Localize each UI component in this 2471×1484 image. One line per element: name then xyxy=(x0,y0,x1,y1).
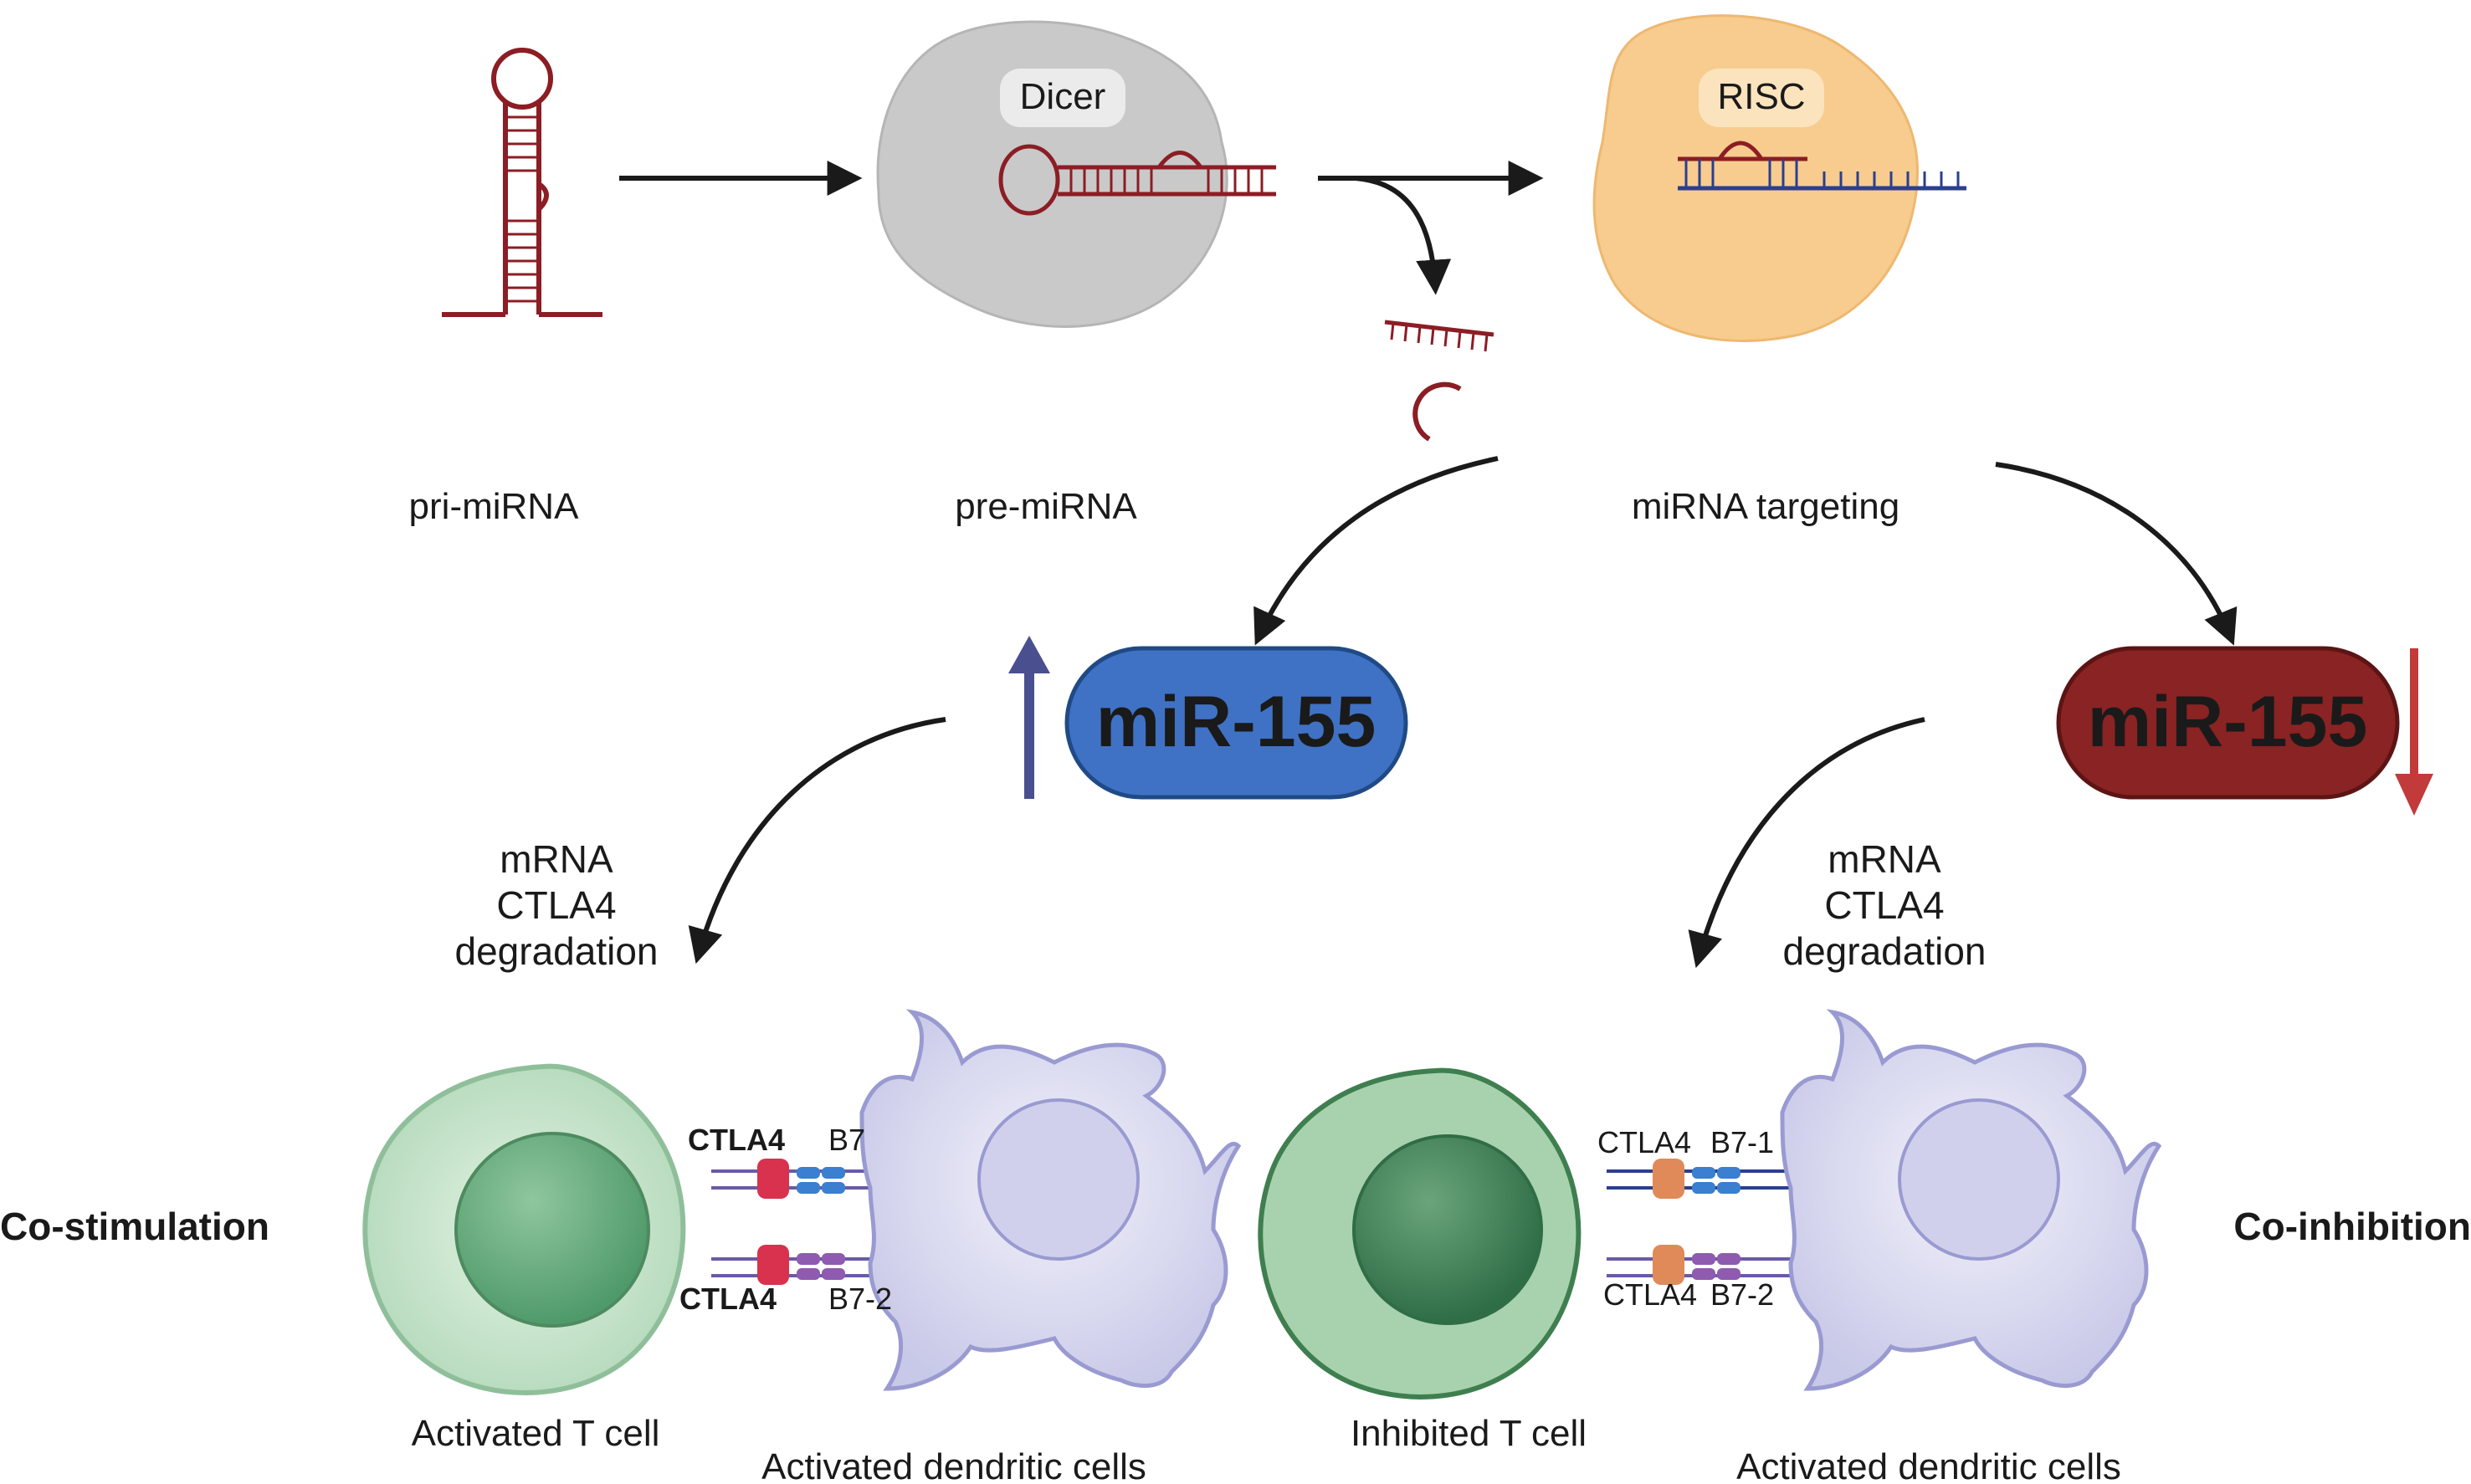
right-dendritic-cell xyxy=(1780,1009,2162,1391)
left-ctla4-bottom: CTLA4 xyxy=(679,1282,777,1316)
co-stimulation-label: Co-stimulation xyxy=(0,1205,269,1248)
pre-mirna-label: pre-miRNA xyxy=(955,486,1137,527)
released-rna-fragments xyxy=(1384,320,1494,442)
mir155-upregulated: miR-155 xyxy=(1064,646,1408,800)
right-deg-line1: mRNA xyxy=(1828,837,1941,881)
left-degradation-text: mRNA CTLA4 degradation xyxy=(455,837,659,973)
left-deg-line3: degradation xyxy=(455,929,659,973)
activated-t-cell xyxy=(362,1063,686,1395)
right-ctla4-top: CTLA4 xyxy=(1597,1125,1691,1159)
arrow-left-degradation xyxy=(688,717,946,965)
mir-up-label: miR-155 xyxy=(1096,682,1376,762)
right-b7-bottom: B7-2 xyxy=(1710,1277,1774,1312)
left-dc-label: Activated dendritic cells xyxy=(761,1446,1146,1484)
right-dc-label: Activated dendritic cells xyxy=(1736,1446,2121,1484)
left-receptors xyxy=(711,1159,879,1285)
left-tcell-label: Activated T cell xyxy=(412,1413,660,1454)
dicer-enzyme: Dicer xyxy=(876,20,1276,328)
down-arrow-indicator xyxy=(2395,648,2433,816)
risc-label: RISC xyxy=(1717,76,1805,117)
co-inhibition-label: Co-inhibition xyxy=(2233,1205,2471,1248)
left-dendritic-cell xyxy=(859,1009,1242,1391)
right-deg-line2: CTLA4 xyxy=(1824,883,1944,927)
dicer-label: Dicer xyxy=(1020,76,1106,117)
mir-down-label: miR-155 xyxy=(2088,682,2368,762)
inhibited-t-cell xyxy=(1258,1067,1582,1400)
right-tcell-label: Inhibited T cell xyxy=(1351,1413,1587,1454)
pri-mirna-hairpin xyxy=(442,48,602,317)
arrow-to-mir-down xyxy=(1995,462,2238,646)
arrow-right-degradation xyxy=(1688,717,1925,969)
right-b7-top: B7-1 xyxy=(1710,1125,1774,1159)
mirna-targeting-label: miRNA targeting xyxy=(1632,486,1899,527)
left-ctla4-top: CTLA4 xyxy=(688,1123,785,1157)
left-b7-bottom: B7-2 xyxy=(828,1282,892,1316)
left-deg-line2: CTLA4 xyxy=(496,883,616,927)
arrow-dicer-release xyxy=(1355,176,1452,295)
right-deg-line3: degradation xyxy=(1783,929,1987,973)
left-b7-top: B7 xyxy=(828,1123,865,1157)
left-deg-line1: mRNA xyxy=(500,837,613,881)
right-degradation-text: mRNA CTLA4 degradation xyxy=(1783,837,1987,973)
right-ctla4-bottom: CTLA4 xyxy=(1603,1277,1697,1312)
up-arrow-indicator xyxy=(1008,636,1050,799)
risc-complex: RISC xyxy=(1592,14,1966,342)
arrow-to-mir-up xyxy=(1253,456,1499,646)
pri-mirna-label: pri-miRNA xyxy=(409,486,580,527)
right-receptors xyxy=(1607,1159,1824,1285)
mir155-downregulated: miR-155 xyxy=(2056,646,2400,800)
